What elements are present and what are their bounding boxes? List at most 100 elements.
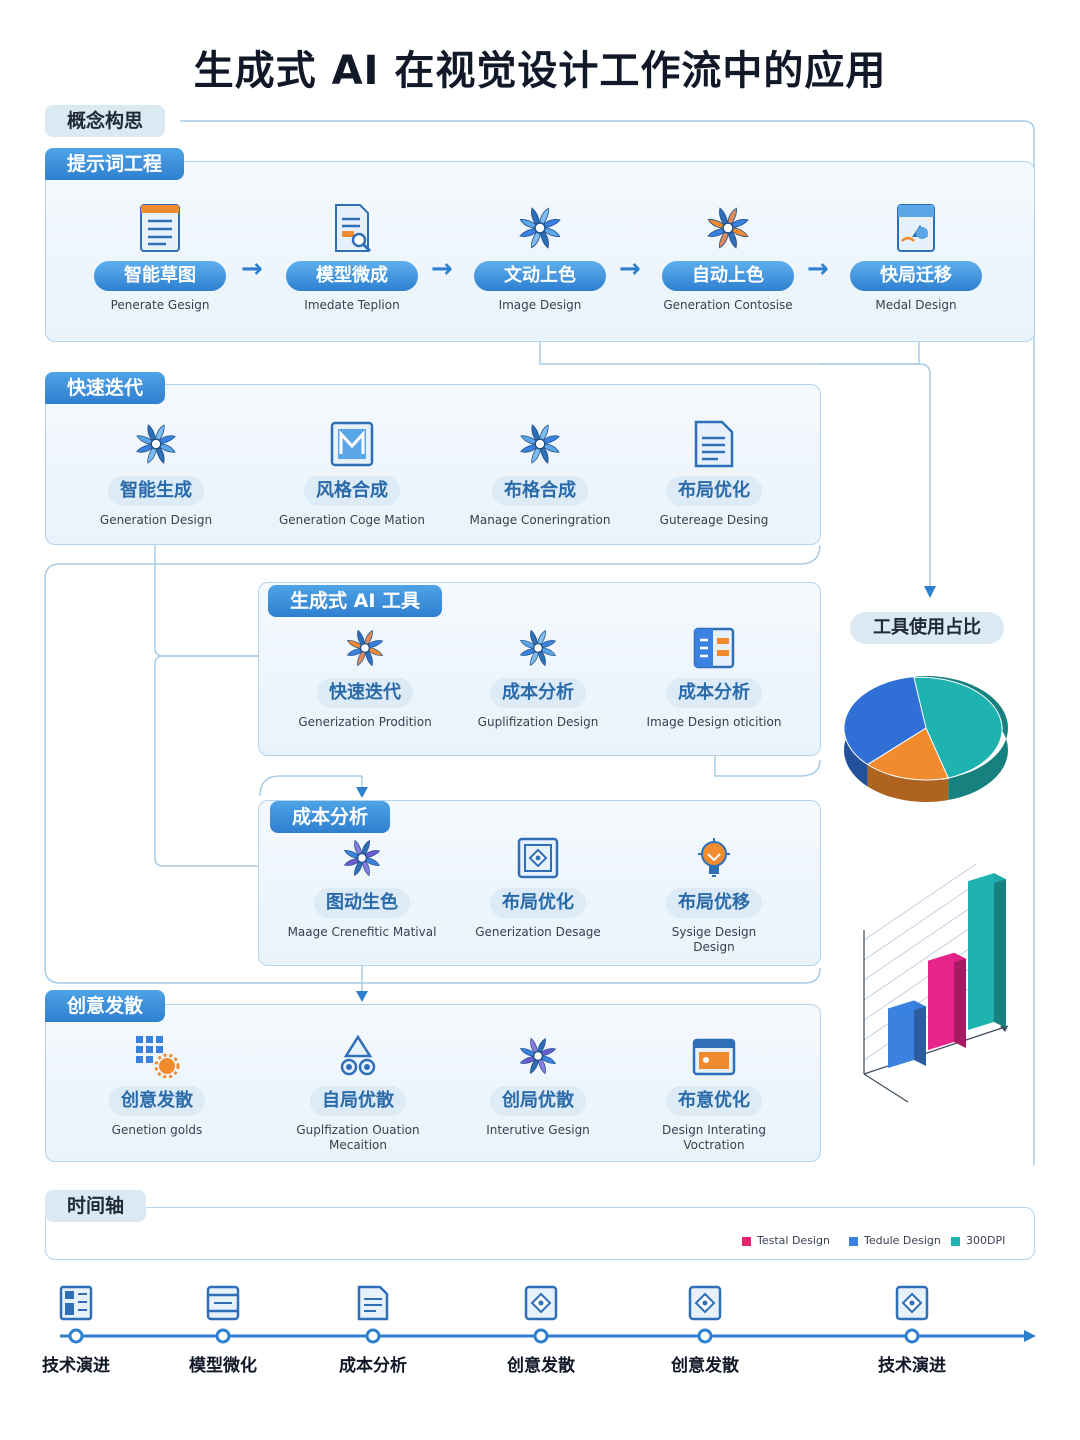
iterate-item-1-label: 智能生成 [108,476,204,506]
prompt-item-2[interactable]: 模型微成 Imedate Teplion [252,203,452,313]
timeline-item-5-label: 创意发散 [671,1356,739,1376]
iterate-item-1[interactable]: 智能生成 Generation Design [56,420,256,528]
flow-arrow-icon: → [431,254,453,284]
cost-item-3-sub: Sysige Design Design [671,925,757,954]
flow-arrow-icon: → [807,254,829,284]
bar-2-side [954,952,966,1048]
ai-tools-tab: 生成式 AI 工具 [268,585,443,617]
bar-1 [888,1000,914,1068]
prompt-item-3[interactable]: 文动上色 Image Design [440,203,640,313]
document-list-icon [140,204,180,252]
dot-grid-gear-icon [136,1036,180,1078]
bar-3 [968,873,994,1030]
concept-label: 概念构思 [45,105,166,137]
grid-document-icon [693,627,735,669]
timeline-item-6[interactable]: 技术演进 [852,1285,972,1376]
timeline-item-1[interactable]: 技术演进 [16,1285,136,1376]
iterate-item-1-sub: Generation Design [99,513,213,527]
tools-item-1-sub: Generization Prodition [298,715,432,729]
prompt-item-5-label: 快局迁移 [850,261,982,291]
iterate-item-3[interactable]: 布格合成 Manage Coneringration [440,420,640,528]
tool-usage-label: 工具使用占比 [850,612,1004,644]
legend-label: 300DPI [966,1234,1006,1247]
iterate-item-4[interactable]: 布局优化 Gutereage Desing [614,420,814,528]
flow-arrow-icon: → [619,254,641,284]
timeline-item-3[interactable]: 成本分析 [313,1285,433,1376]
rapid-iteration-tab: 快速迭代 [45,372,166,404]
prompt-engineering-panel [45,161,1035,342]
film-frame-icon [206,1285,240,1321]
document-search-icon [335,204,372,253]
prompt-item-4-sub: Generation Contosise [663,298,793,312]
cost-item-3[interactable]: 布局优移 Sysige Design Design [614,836,814,955]
timeline-item-2-label: 模型微化 [189,1356,257,1376]
creative-item-1-label: 创意发散 [109,1086,205,1116]
prompt-engineering-tab: 提示词工程 [45,148,185,180]
frame-diamond-icon [688,1285,722,1321]
timeline-item-1-label: 技术演进 [42,1356,110,1376]
bar-1-top [888,1000,926,1015]
legend-swatch [951,1236,960,1246]
prompt-item-3-label: 文动上色 [474,261,606,291]
prompt-item-4-label: 自动上色 [662,261,794,291]
creative-item-2-label: 自局优散 [310,1086,406,1116]
pinwheel-icon [346,629,384,667]
pie-slice-side [867,764,949,802]
timeline-item-4[interactable]: 创意发散 [481,1285,601,1376]
tools-item-2-label: 成本分析 [490,678,586,708]
tools-item-3-label: 成本分析 [666,678,762,708]
prompt-item-5[interactable]: 快局迁移 Medal Design [816,203,1016,313]
cost-item-1-sub: Maage Crenefitic Matival [287,925,437,939]
timeline-item-2[interactable]: 模型微化 [163,1285,283,1376]
timeline-item-3-label: 成本分析 [339,1356,407,1376]
iterate-item-4-sub: Gutereage Desing [659,513,769,527]
prompt-item-1-label: 智能草图 [94,261,226,291]
pinwheel-icon [519,629,557,667]
iterate-item-4-label: 布局优化 [666,476,762,506]
iterate-item-2[interactable]: 风格合成 Generation Coge Mation [252,420,452,528]
creative-item-1[interactable]: 创意发散 Genetion golds [57,1034,257,1138]
prompt-item-1-sub: Penerate Gesign [110,298,210,312]
pie-slice-blue [843,676,927,766]
creative-item-3[interactable]: 创局优散 Interutive Gesign [438,1034,638,1138]
creative-item-2[interactable]: 自局优散 Guplfization Ouation Mecaition [258,1034,458,1153]
tools-item-2-sub: Guplifization Design [477,715,599,729]
cost-item-3-label: 布局优移 [666,888,762,918]
cost-item-2-sub: Generization Desage [475,925,601,939]
cost-item-2[interactable]: 布局优化 Generization Desage [438,836,638,940]
layout-grid-icon [59,1285,93,1321]
pie-slice-orange [866,727,950,781]
legend-item-1: Testal Design [742,1234,830,1247]
pinwheel-icon [707,207,749,249]
prompt-item-2-label: 模型微成 [286,261,418,291]
iterate-item-2-label: 风格合成 [304,476,400,506]
creative-item-1-sub: Genetion golds [111,1123,203,1137]
creative-item-3-sub: Interutive Gesign [486,1123,590,1137]
timeline-item-6-label: 技术演进 [878,1356,946,1376]
cost-item-1[interactable]: 图动生色 Maage Crenefitic Matival [262,836,462,940]
creative-item-3-label: 创局优散 [490,1086,586,1116]
pinwheel-icon [343,839,381,877]
tools-item-1[interactable]: 快速迭代 Generization Prodition [265,626,465,730]
prompt-item-1[interactable]: 智能草图 Penerate Gesign [60,203,260,313]
creative-item-4-label: 布意优化 [666,1086,762,1116]
timeline-item-4-label: 创意发散 [507,1356,575,1376]
creative-item-2-sub: Guplfization Ouation Mecaition [296,1123,420,1152]
timeline-tab: 时间轴 [45,1190,147,1222]
triangle-circles-icon [340,1034,376,1076]
tools-item-2[interactable]: 成本分析 Guplifization Design [438,626,638,730]
timeline-item-5[interactable]: 创意发散 [645,1285,765,1376]
creative-divergence-tab: 创意发散 [45,990,166,1022]
rapid-iteration-panel [45,384,821,545]
prompt-item-4[interactable]: 自动上色 Generation Contosise [628,203,828,313]
bar-2 [928,952,954,1050]
tools-item-3[interactable]: 成本分析 Image Design oticition [614,626,814,730]
prompt-item-2-sub: Imedate Teplion [304,298,400,312]
creative-item-4[interactable]: 布意优化 Design Interating Voctration [614,1034,814,1153]
lightbulb-icon [698,838,730,877]
document-lines-icon [694,420,734,468]
timeline-panel [45,1207,1035,1260]
tools-item-1-label: 快速迭代 [317,678,413,708]
tools-item-3-sub: Image Design oticition [646,715,782,729]
